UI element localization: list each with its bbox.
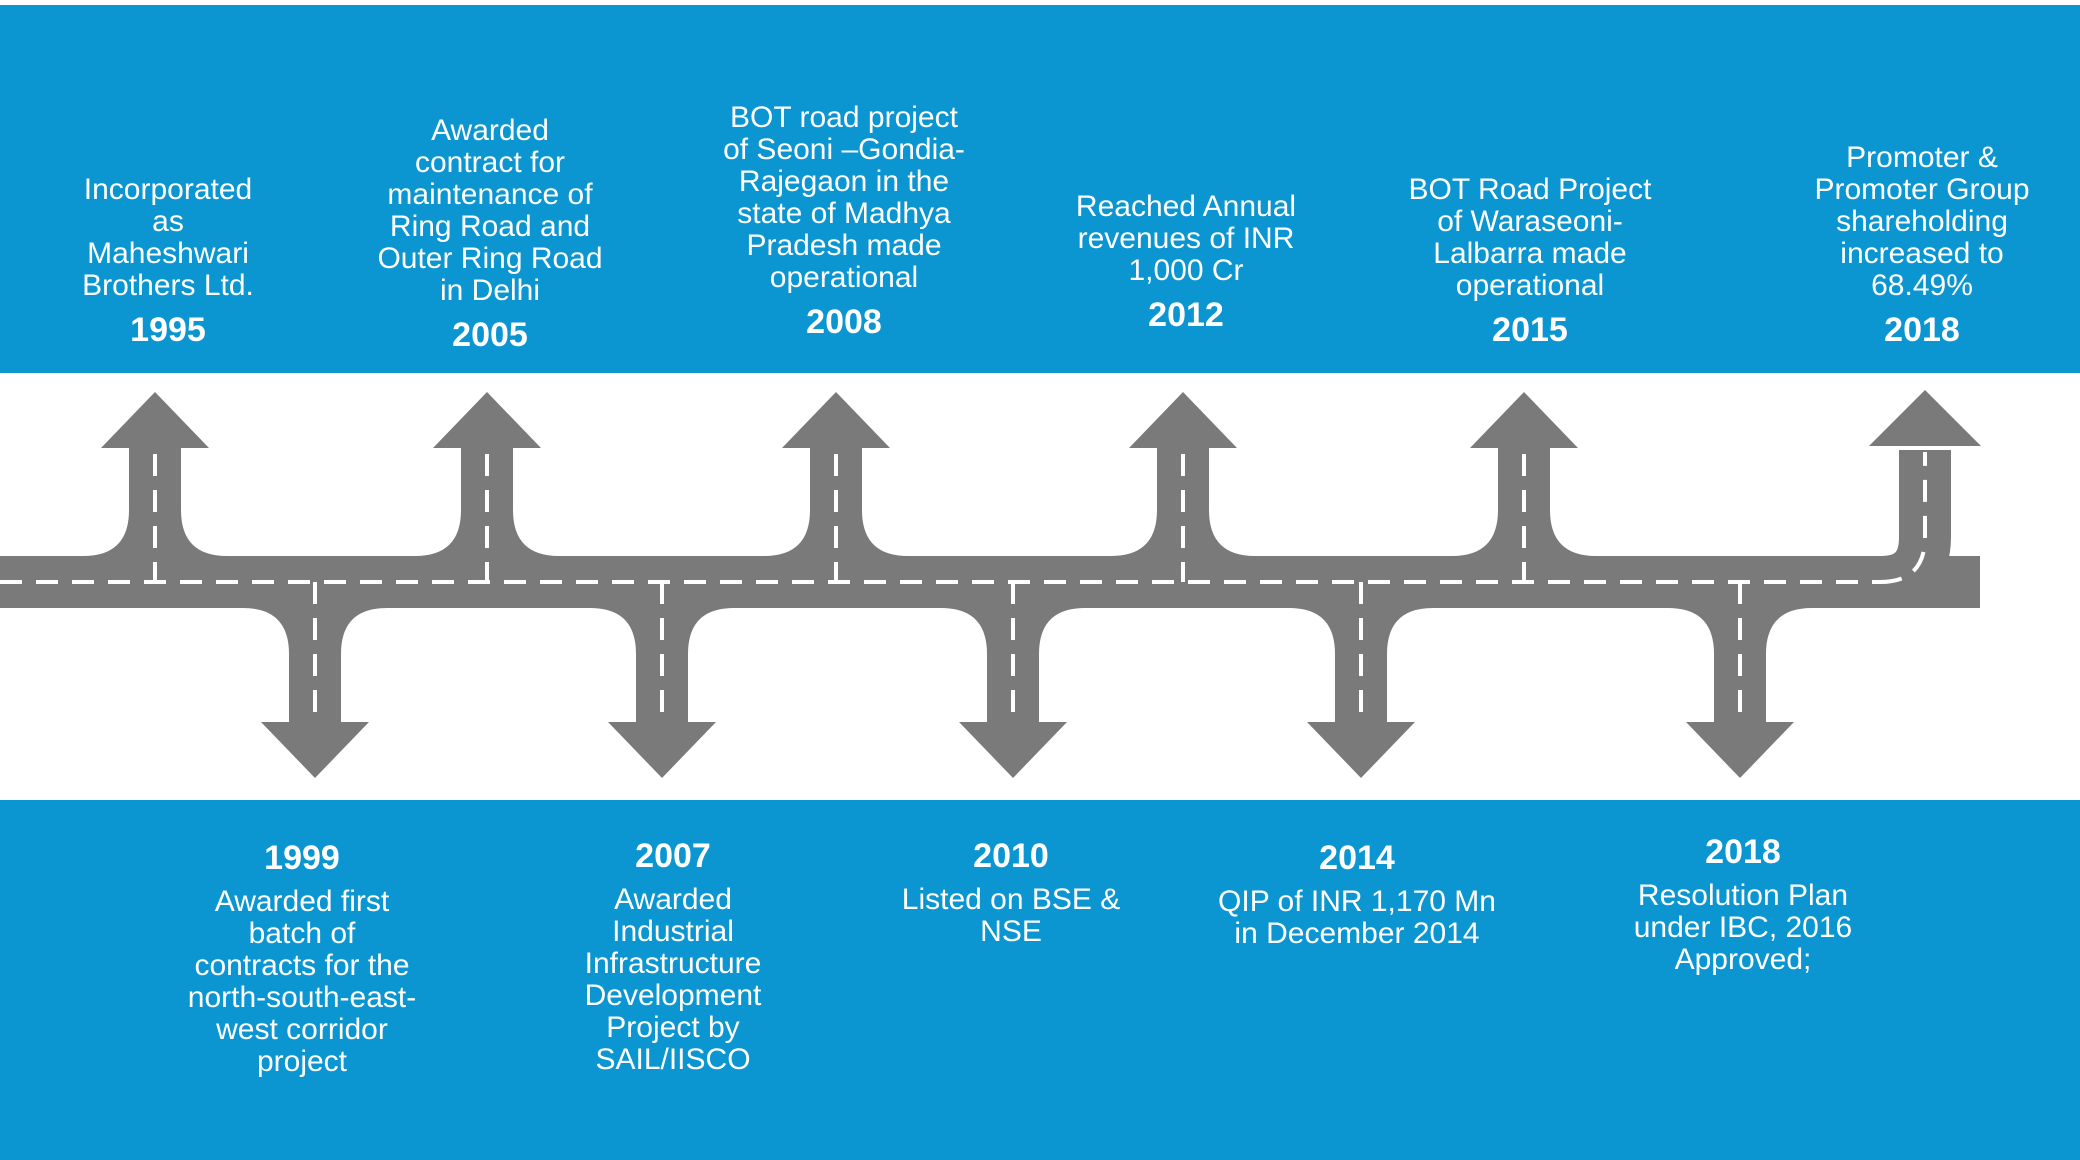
event-description: Listed on BSE & NSE <box>901 883 1121 948</box>
top-banner <box>0 5 2080 373</box>
event-2005: Awarded contract for maintenance of Ring… <box>350 115 630 355</box>
road-curve <box>243 606 289 654</box>
event-description: BOT Road Project of Waraseoni- Lalbarra … <box>1408 173 1652 302</box>
road-curve <box>83 510 129 558</box>
event-description: Promoter & Promoter Group shareholding i… <box>1814 141 2030 302</box>
bottom-banner <box>0 800 2080 1160</box>
event-description: Resolution Plan under IBC, 2016 Approved… <box>1633 879 1853 976</box>
arrow-down-head <box>959 722 1067 778</box>
road-curve <box>1387 606 1433 654</box>
arrow-up-head <box>1470 392 1578 448</box>
lane-dash <box>1879 452 1927 584</box>
road-curve <box>590 606 636 654</box>
event-year: 1999 <box>264 839 340 877</box>
event-year: 2005 <box>452 316 528 354</box>
event-year: 2018 <box>1705 833 1781 871</box>
road <box>0 390 1981 778</box>
event-year: 2018 <box>1884 311 1960 349</box>
event-2010: 2010 Listed on BSE & NSE <box>871 836 1151 948</box>
road-curve <box>181 510 227 558</box>
arrow-up-head <box>433 392 541 448</box>
event-2014: 2014 QIP of INR 1,170 Mn in December 201… <box>1217 838 1497 950</box>
arrow-up-head <box>101 392 209 448</box>
event-2008: BOT road project of Seoni –Gondia- Rajeg… <box>704 102 984 342</box>
road-curve <box>1668 606 1714 654</box>
arrow-down-head <box>261 722 369 778</box>
event-1999: 1999 Awarded first batch of contracts fo… <box>162 838 442 1078</box>
road-curve <box>688 606 734 654</box>
event-year: 2007 <box>635 837 711 875</box>
arrow-down-head <box>608 722 716 778</box>
road-curve <box>1209 510 1255 558</box>
arrow-up-head <box>782 392 890 448</box>
arrow-down-head <box>1307 722 1415 778</box>
event-description: Awarded first batch of contracts for the… <box>187 885 417 1078</box>
event-description: Incorporated as Maheshwari Brothers Ltd. <box>82 173 254 302</box>
road-curve <box>941 606 987 654</box>
event-year: 2008 <box>806 303 882 341</box>
event-description: Reached Annual revenues of INR 1,000 Cr <box>1075 190 1297 287</box>
road-curve <box>1111 510 1157 558</box>
event-1995: Incorporated as Maheshwari Brothers Ltd.… <box>28 174 308 350</box>
event-description: Awarded contract for maintenance of Ring… <box>377 114 603 307</box>
event-description: Awarded Industrial Infrastructure Develo… <box>584 883 762 1076</box>
event-2018-promoter: Promoter & Promoter Group shareholding i… <box>1782 142 2062 350</box>
event-year: 2015 <box>1492 311 1568 349</box>
road-curve <box>1039 606 1085 654</box>
road-curve <box>1550 510 1596 558</box>
road-curve <box>513 510 559 558</box>
event-year: 2010 <box>973 837 1049 875</box>
event-year: 2014 <box>1319 839 1395 877</box>
event-year: 1995 <box>130 311 206 349</box>
road-curve <box>415 510 461 558</box>
road-curve <box>862 510 908 558</box>
road-curve <box>764 510 810 558</box>
arrow-down-head <box>1686 722 1794 778</box>
event-year: 2012 <box>1148 296 1224 334</box>
arrow-up-head <box>1129 392 1237 448</box>
arrow-up-head <box>1869 390 1981 446</box>
road-curve <box>1766 606 1812 654</box>
event-2018-resolution: 2018 Resolution Plan under IBC, 2016 App… <box>1603 832 1883 976</box>
event-2007: 2007 Awarded Industrial Infrastructure D… <box>533 836 813 1076</box>
road-curve <box>341 606 387 654</box>
event-description: QIP of INR 1,170 Mn in December 2014 <box>1218 885 1496 950</box>
road-curve <box>1289 606 1335 654</box>
event-2015: BOT Road Project of Waraseoni- Lalbarra … <box>1390 174 1670 350</box>
road-curve <box>1452 510 1498 558</box>
event-description: BOT road project of Seoni –Gondia- Rajeg… <box>723 101 965 294</box>
event-2012: Reached Annual revenues of INR 1,000 Cr … <box>1046 191 1326 335</box>
